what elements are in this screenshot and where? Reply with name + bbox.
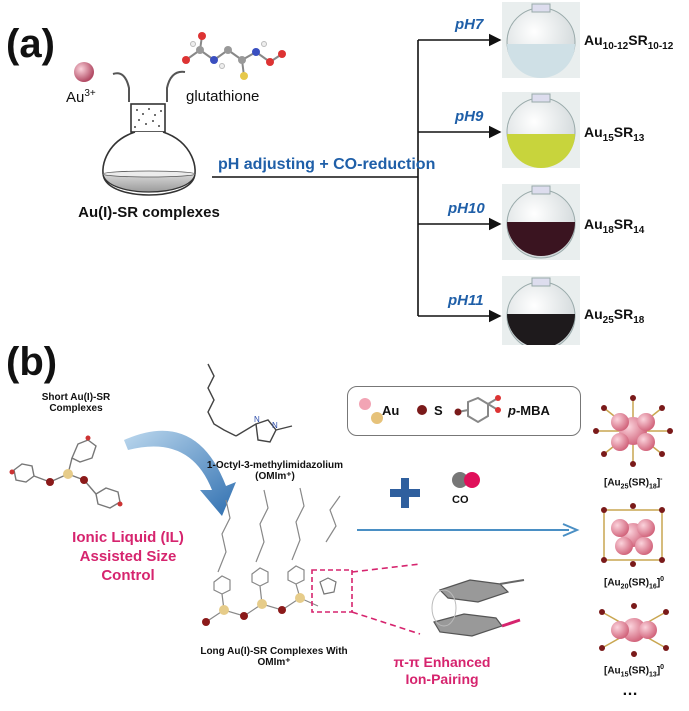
legend-pmba: p-MBA [508,403,550,418]
process-label: pH adjusting + CO-reduction [218,156,436,173]
vial-ph9 [502,92,580,168]
cluster-au20 [601,503,665,567]
more-clusters-ellipsis: … [622,682,638,699]
cluster-label-au25: [Au25(SR)18]- [604,476,663,491]
co-label: CO [452,494,469,506]
vial-ph11 [502,276,580,345]
svg-text:N: N [272,421,278,430]
legend-au-spheres [359,398,383,424]
cluster-label-au15: [Au15(SR)13]0 [604,664,665,679]
ph-label-10: pH10 [448,200,485,217]
au-ion-sphere [74,62,94,82]
vial-ph10 [502,184,580,260]
vial-photos [502,2,580,345]
formula-ph10: Au18SR14 [584,216,645,236]
long-complex-structure [202,487,353,626]
legend-s: S [434,403,443,418]
short-complex-molecule [9,435,123,509]
omim-structure: N N [207,363,293,443]
il-assisted-text: Ionic Liquid (IL) Assisted Size Control [72,529,184,584]
curved-arrow [124,430,236,516]
formula-ph7: Au10-12SR10-12 [584,32,674,52]
ph-label-7: pH7 [455,16,484,33]
cluster-au15 [599,603,669,657]
formula-ph9: Au15SR13 [584,124,645,144]
au-ion-label: Au3+ [66,88,96,106]
glutathione-molecule [182,32,286,80]
co-molecule [452,472,480,488]
cluster-label-au20: [Au20(SR)16]0 [604,576,665,591]
panel-a-label: (a) [6,22,55,66]
long-complex-label: Long Au(I)-SR Complexes With OMIm⁺ [200,646,348,668]
long-arrow [357,523,580,537]
panel-b-label: (b) [6,340,58,384]
pi-stacking-illustration [431,579,525,637]
il-name: 1-Octyl-3-methylimidazolium(OMIm⁺) [206,460,344,482]
ph-label-9: pH9 [455,108,484,125]
cluster-au25 [593,395,673,467]
legend-au: Au [382,403,400,418]
reaction-flask [102,70,196,196]
plus-icon [390,478,420,508]
pi-pi-text: π-π Enhanced Ion-Pairing [393,654,491,687]
legend-pmba-molecule [454,395,501,424]
legend-s-sphere [417,405,427,415]
svg-text:N: N [254,415,260,424]
glutathione-label: glutathione [186,88,260,105]
short-complex-label: Short Au(I)-SR Complexes [41,392,111,414]
ph-label-11: pH11 [448,292,484,309]
zoom-lines [351,563,421,635]
vial-ph7 [502,2,580,78]
complex-label: Au(I)-SR complexes [78,204,220,221]
process-arrows [212,33,502,323]
formula-ph11: Au25SR18 [584,306,645,326]
